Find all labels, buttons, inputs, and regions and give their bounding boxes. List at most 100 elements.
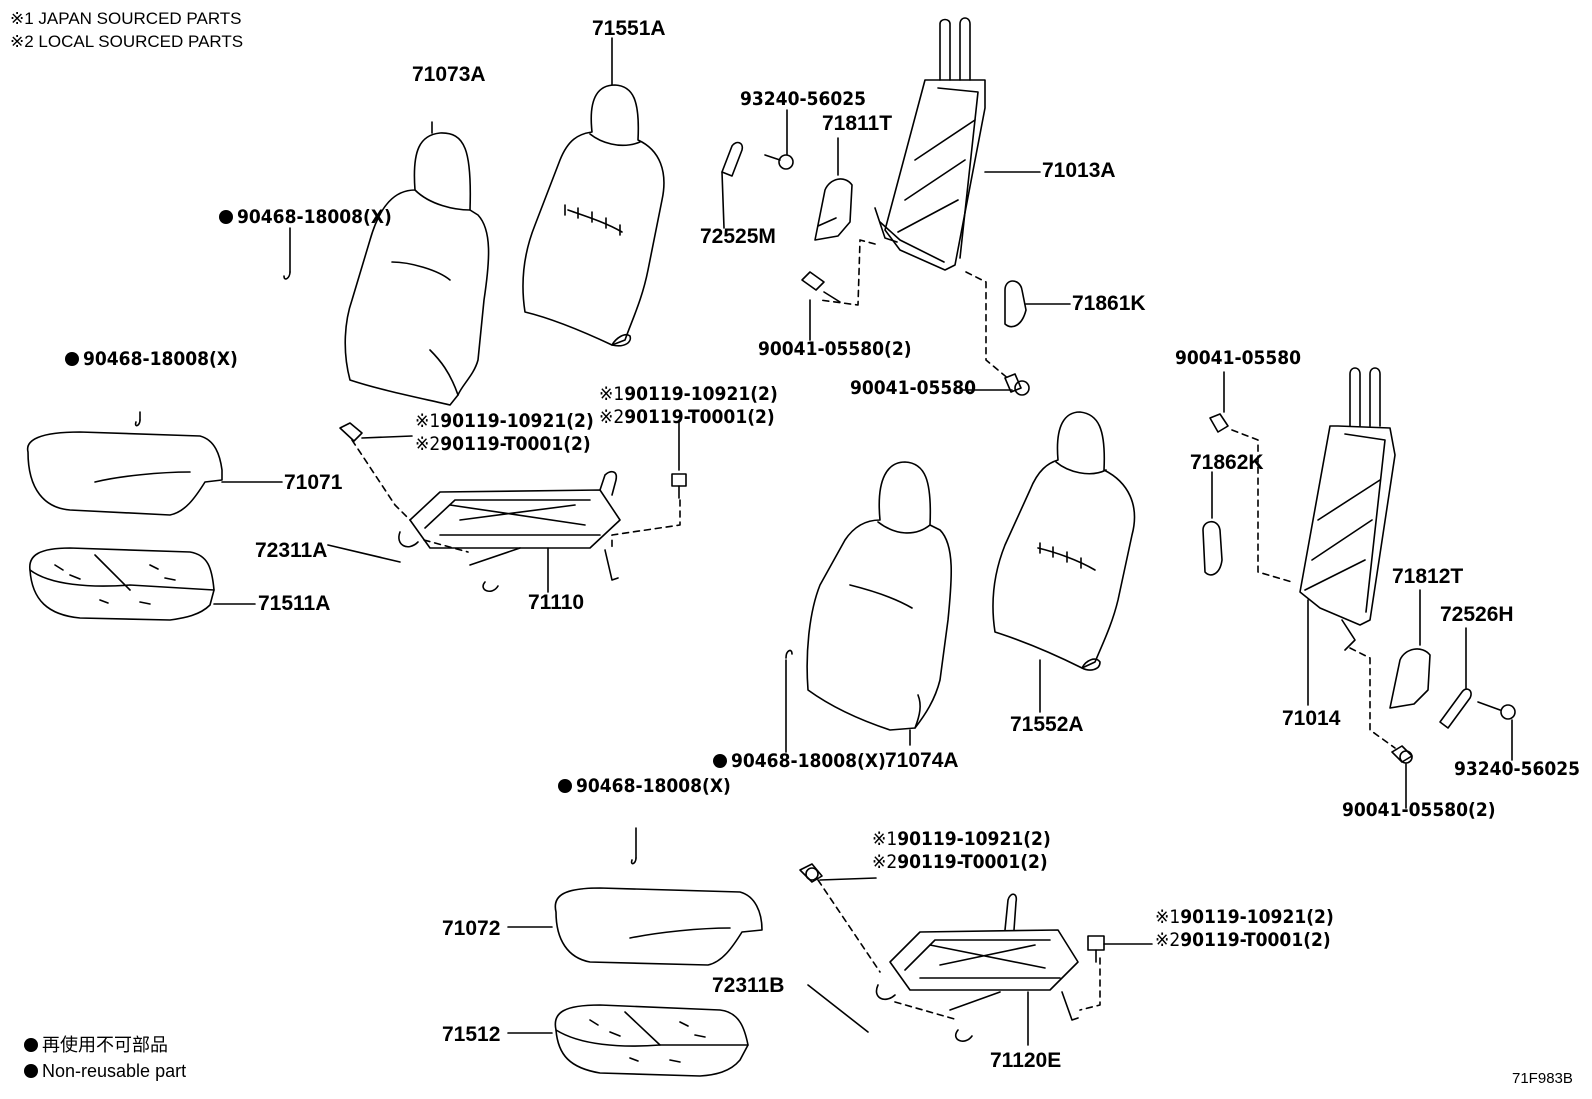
non-reusable-dot-icon — [713, 754, 727, 768]
part-label-90468-d[interactable]: 90468-18008(X) — [558, 777, 731, 796]
part-label-71072[interactable]: 71072 — [442, 917, 501, 940]
knob-71861k-drawing — [1004, 280, 1071, 328]
note-local-sourced: ※2 LOCAL SOURCED PARTS — [10, 32, 244, 51]
non-reusable-dot-icon — [558, 779, 572, 793]
mark-1: ※1 — [599, 383, 625, 405]
part-label-71071[interactable]: 71071 — [284, 471, 343, 494]
part-label-71120e[interactable]: 71120E — [990, 1049, 1062, 1072]
diagram-code: 71F983B — [1512, 1070, 1573, 1087]
non-reusable-dot-icon — [24, 1064, 38, 1078]
part-label-71552a[interactable]: 71552A — [1010, 713, 1084, 736]
part-label-71811t[interactable]: 71811T — [822, 112, 893, 135]
cover-71812t-drawing — [1389, 589, 1431, 709]
note-japan-sourced: ※1 JAPAN SOURCED PARTS — [10, 9, 242, 28]
cushion-cover-71072-drawing — [507, 827, 763, 966]
part-label-71512[interactable]: 71512 — [442, 1023, 501, 1046]
part-label-90119-1a[interactable]: ※190119-10921(2) — [599, 385, 778, 404]
part-label-90468-b[interactable]: 90468-18008(X) — [65, 350, 238, 369]
seat-track-71110-drawing — [327, 470, 621, 593]
part-label-90119-2a[interactable]: ※290119-T0001(2) — [599, 408, 775, 427]
non-reusable-dot-icon — [65, 352, 79, 366]
part-number-text: 90119-T0001(2) — [440, 433, 591, 455]
part-label-72311b[interactable]: 72311B — [712, 974, 785, 997]
part-label-90119-1b[interactable]: ※190119-10921(2) — [415, 412, 594, 431]
knob-71862k-drawing — [1202, 471, 1223, 576]
seatback-cover-71073a-drawing — [344, 121, 490, 406]
part-label-71551a[interactable]: 71551A — [592, 17, 666, 40]
part-label-90041-2b[interactable]: 90041-05580(2) — [1342, 799, 1496, 821]
seatback-pad-71552a-drawing — [992, 411, 1136, 713]
clip-90468-c-drawing — [785, 649, 793, 753]
part-label-71861k[interactable]: 71861K — [1072, 292, 1146, 315]
legend-jp-text: 再使用不可部品 — [42, 1035, 168, 1055]
part-label-90119-1d[interactable]: ※190119-10921(2) — [1155, 908, 1334, 927]
seatback-frame-71014-drawing — [1299, 367, 1396, 706]
part-label-72525m[interactable]: 72525M — [700, 225, 776, 248]
non-reusable-dot-icon — [219, 210, 233, 224]
bolt-90041-single-a-drawing — [959, 373, 1030, 396]
seat-track-71120e-drawing — [807, 893, 1079, 1046]
part-number-text: 90468-18008(X) — [576, 775, 731, 797]
bolts-90119-ab-drawing — [339, 419, 687, 499]
part-number-text: 90119-T0001(2) — [1180, 929, 1331, 951]
seatback-pad-71551a-drawing — [522, 37, 665, 347]
part-label-71110[interactable]: 71110 — [528, 591, 585, 614]
mark-2: ※2 — [599, 406, 625, 428]
dashed-leaders-a — [819, 239, 1011, 381]
seatback-frame-71013a-drawing — [874, 17, 1041, 271]
dashed-leaders-b — [351, 439, 681, 553]
part-label-71013a[interactable]: 71013A — [1042, 159, 1116, 182]
non-reusable-dot-icon — [24, 1038, 38, 1052]
part-number-text: 90119-10921(2) — [1180, 906, 1334, 928]
part-number-text: 90119-10921(2) — [624, 383, 778, 405]
part-number-text: 90119-10921(2) — [897, 828, 1051, 850]
screw-93240-top-drawing — [764, 109, 794, 170]
dashed-leaders-d — [817, 879, 1101, 1021]
part-number-text: 90468-18008(X) — [83, 348, 238, 370]
bolt-90041-2a-drawing — [801, 271, 841, 341]
mark-1: ※1 — [415, 410, 441, 432]
part-label-71812t[interactable]: 71812T — [1392, 565, 1464, 588]
bolt-90041-single-b-drawing — [1209, 371, 1229, 433]
part-label-72311a[interactable]: 72311A — [255, 539, 328, 562]
part-number-text: 90468-18008(X) — [237, 206, 392, 228]
mark-2: ※2 — [1155, 929, 1181, 951]
cushion-pad-71512-drawing — [507, 1004, 749, 1077]
part-label-90119-2b[interactable]: ※290119-T0001(2) — [415, 435, 591, 454]
part-label-90119-1c[interactable]: ※190119-10921(2) — [872, 830, 1051, 849]
legend-en-text: Non-reusable part — [42, 1061, 187, 1081]
part-label-72526h[interactable]: 72526H — [1440, 603, 1514, 626]
part-label-90119-2d[interactable]: ※290119-T0001(2) — [1155, 931, 1331, 950]
part-label-93240-bottom[interactable]: 93240-56025 — [1454, 758, 1581, 780]
mark-2: ※2 — [415, 433, 441, 455]
lever-72525m-drawing — [721, 141, 744, 229]
part-label-90041-2a[interactable]: 90041-05580(2) — [758, 338, 912, 360]
part-label-90468-c[interactable]: 90468-18008(X) — [713, 752, 886, 771]
part-label-71014[interactable]: 71014 — [1282, 707, 1341, 730]
cushion-cover-71071-drawing — [26, 411, 283, 516]
part-label-71511a[interactable]: 71511A — [258, 592, 331, 615]
mark-2: ※2 — [872, 851, 898, 873]
part-number-text: 90468-18008(X) — [731, 750, 886, 772]
lever-72526h-drawing — [1439, 627, 1516, 761]
mark-1: ※1 — [1155, 906, 1181, 928]
part-label-90468-a[interactable]: 90468-18008(X) — [219, 208, 392, 227]
part-number-text: 90119-T0001(2) — [624, 406, 775, 428]
part-label-90119-2c[interactable]: ※290119-T0001(2) — [872, 853, 1048, 872]
part-label-93240-top[interactable]: 93240-56025 — [740, 88, 867, 110]
part-label-71862k[interactable]: 71862K — [1190, 451, 1264, 474]
seatback-cover-71074a-drawing — [806, 461, 953, 746]
cover-71811t-drawing — [814, 137, 853, 241]
part-number-text: 90119-10921(2) — [440, 410, 594, 432]
cushion-pad-71511a-drawing — [29, 547, 256, 621]
part-label-71074a[interactable]: 71074A — [885, 749, 959, 772]
legend-non-reusable-en: Non-reusable part — [24, 1062, 186, 1080]
part-label-90041-single-a[interactable]: 90041-05580 — [850, 377, 977, 399]
bolts-90119-cd-drawing — [799, 863, 1153, 963]
part-label-71073a[interactable]: 71073A — [412, 63, 486, 86]
part-label-90041-single-b[interactable]: 90041-05580 — [1175, 347, 1302, 369]
clip-90468-a-drawing — [283, 227, 291, 280]
bolt-90041-2b-drawing — [1391, 745, 1413, 809]
